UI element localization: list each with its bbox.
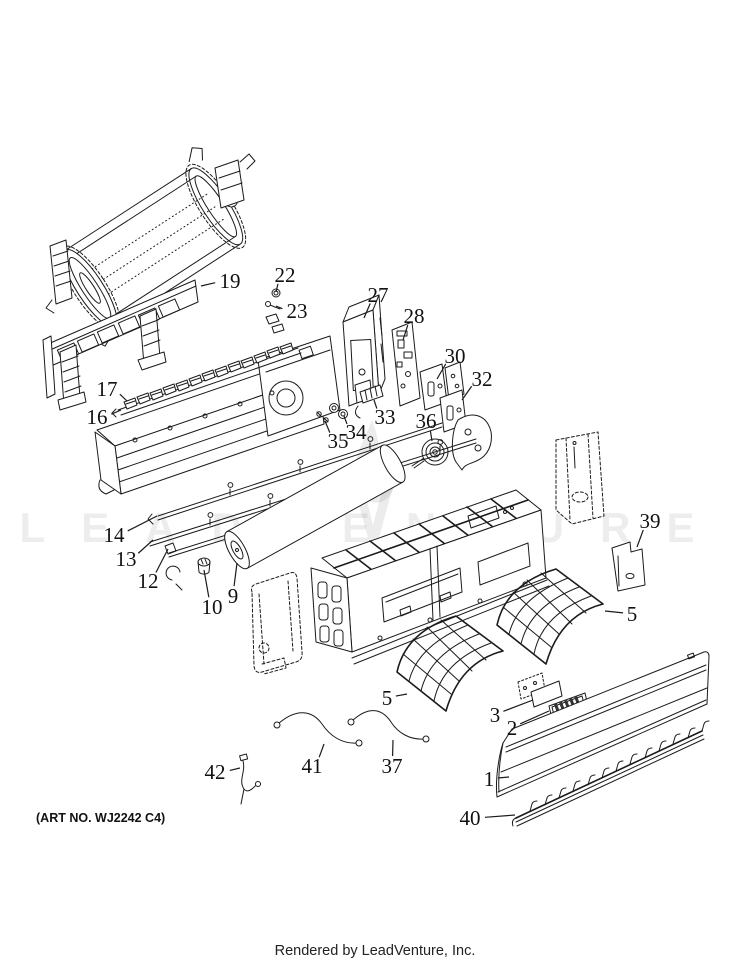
callout-label-5: 5 <box>627 602 638 626</box>
callout-label-39: 39 <box>640 509 661 533</box>
rendered-by-credit: Rendered by LeadVenture, Inc. <box>274 943 476 959</box>
display-board <box>517 672 563 708</box>
callout-label-42: 42 <box>205 760 226 784</box>
callout-label-17: 17 <box>97 377 118 401</box>
terminal-block <box>359 384 384 404</box>
callout-leader <box>503 699 534 712</box>
callout-label-37: 37 <box>382 754 403 778</box>
callout-leader <box>484 814 516 818</box>
callout-label-19: 19 <box>220 269 241 293</box>
callout-leader <box>373 399 378 409</box>
callout-label-1: 1 <box>484 767 495 791</box>
hinge-hardware <box>265 288 285 334</box>
callout-label-12: 12 <box>138 569 159 593</box>
callout-label-30: 30 <box>445 344 466 368</box>
callout-leader <box>436 363 447 380</box>
callout-leader <box>233 562 238 587</box>
callout-leader <box>203 569 210 598</box>
callout-label-2: 2 <box>507 716 518 740</box>
callout-leader <box>519 710 550 725</box>
callout-leader <box>137 539 154 554</box>
callout-label-28: 28 <box>404 304 425 328</box>
side-cover-ghost <box>251 572 303 675</box>
callout-leader <box>429 430 433 442</box>
callout-label-23: 23 <box>287 299 308 323</box>
callout-leader <box>229 767 241 772</box>
callout-leader <box>497 776 510 779</box>
callout-leader <box>363 303 371 319</box>
callout-label-32: 32 <box>472 367 493 391</box>
callout-label-3: 3 <box>490 703 501 727</box>
drain-tube-41 <box>273 712 363 747</box>
callout-label-41: 41 <box>302 754 323 778</box>
bearing-cap <box>197 557 211 575</box>
callout-leader <box>402 324 409 341</box>
callout-label-35: 35 <box>328 429 349 453</box>
callout-leader <box>275 305 283 310</box>
callout-leader <box>604 610 624 614</box>
air-filter-left <box>396 615 504 712</box>
circuit-board <box>391 321 421 407</box>
callout-leader <box>200 282 216 287</box>
fan-roller <box>224 444 406 570</box>
callout-leader <box>127 515 158 532</box>
callout-leader <box>275 283 279 293</box>
main-chassis <box>310 489 550 665</box>
sensor-wire-42 <box>239 753 261 805</box>
callout-leader <box>111 409 122 415</box>
callout-label-16: 16 <box>87 405 108 429</box>
capacitor-connectors <box>329 403 348 419</box>
callout-label-36: 36 <box>416 409 437 433</box>
callout-label-34: 34 <box>346 420 368 444</box>
callout-leader <box>155 548 169 573</box>
wall-bracket <box>42 279 199 411</box>
bottom-rail <box>511 720 710 827</box>
callout-leader <box>324 420 331 433</box>
support-bracket-ghost <box>555 431 605 525</box>
callout-label-27: 27 <box>368 283 389 307</box>
air-filter-right <box>496 568 604 665</box>
callout-leader <box>636 529 644 548</box>
callout-leader <box>119 393 128 402</box>
callout-label-10: 10 <box>202 595 223 619</box>
coil-mount-channel <box>45 239 73 314</box>
callout-leader <box>318 743 325 758</box>
callout-label-22: 22 <box>275 263 296 287</box>
callout-leader <box>395 693 408 697</box>
art-number-text: (ART NO. WJ2242 C4) <box>36 811 166 825</box>
callout-leader <box>461 385 473 401</box>
callout-label-33: 33 <box>375 405 396 429</box>
front-panel <box>496 651 710 798</box>
callout-label-14: 14 <box>104 523 126 547</box>
callout-label-13: 13 <box>116 547 137 571</box>
callout-label-9: 9 <box>228 584 239 608</box>
coil-mount-bracket <box>214 153 256 209</box>
rolled-coil-cylinder <box>45 147 256 347</box>
bracket-39 <box>611 541 646 592</box>
drain-tube-37 <box>347 710 430 743</box>
callout-leader <box>343 415 348 425</box>
callout-label-5: 5 <box>382 686 393 710</box>
callout-label-40: 40 <box>460 806 481 830</box>
louver-tray-assembly <box>94 335 341 495</box>
